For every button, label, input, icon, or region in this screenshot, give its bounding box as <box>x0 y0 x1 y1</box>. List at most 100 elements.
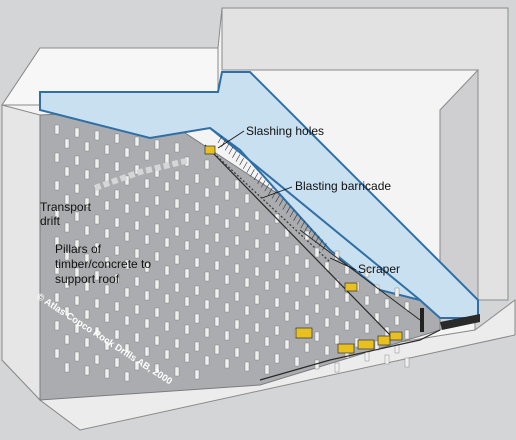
mine-car-3 <box>377 335 391 346</box>
pillar <box>184 212 190 223</box>
pillar <box>204 299 210 310</box>
pillar <box>204 159 210 170</box>
pillar <box>164 265 170 276</box>
pillar <box>194 285 200 296</box>
pillar <box>74 127 80 138</box>
pillar <box>244 221 250 232</box>
slashing-hole <box>246 165 252 173</box>
pillar <box>54 180 60 191</box>
mine-car-1 <box>337 343 355 354</box>
pillar <box>84 197 90 208</box>
pillar <box>114 189 120 200</box>
pillar <box>74 323 80 334</box>
pillar <box>284 311 290 322</box>
pillar <box>184 352 190 363</box>
pillar <box>214 260 220 271</box>
pillar <box>84 169 90 180</box>
pillar <box>204 243 210 254</box>
pillar <box>154 251 160 262</box>
pillar <box>214 232 220 243</box>
slashing-hole <box>264 183 270 192</box>
pillar <box>214 204 220 215</box>
pillar <box>204 327 210 338</box>
pillar <box>154 223 160 234</box>
pillar <box>174 170 180 181</box>
label-pillars-line1: Pillars of <box>55 242 102 256</box>
pillar <box>134 276 140 287</box>
pillar <box>244 361 250 372</box>
pillar <box>164 293 170 304</box>
pillar <box>314 247 320 258</box>
pillar <box>64 138 70 149</box>
pillar <box>174 282 180 293</box>
conveyor-end <box>440 314 480 330</box>
pillar <box>154 279 160 290</box>
slashing-hole <box>253 172 259 181</box>
pillar <box>64 362 70 373</box>
pillar <box>124 315 130 326</box>
pillar <box>224 358 230 369</box>
pillar <box>284 339 290 350</box>
pillar <box>404 357 410 368</box>
pillar <box>64 334 70 345</box>
pillar <box>114 217 120 228</box>
pillar <box>364 323 370 334</box>
pillar <box>144 206 150 217</box>
pillar <box>174 338 180 349</box>
pillar <box>164 153 170 164</box>
pillar <box>74 211 80 222</box>
blasting-barricade <box>204 144 331 263</box>
slashing-hole <box>311 232 316 240</box>
pillar <box>124 147 130 158</box>
label-transport-line2: drift <box>40 214 61 228</box>
pillar <box>254 322 260 333</box>
pillar <box>164 237 170 248</box>
backfill-edge-line <box>209 127 421 301</box>
pillar <box>264 364 270 375</box>
pillar <box>384 354 390 365</box>
pillar <box>74 351 80 362</box>
pillar <box>104 256 110 267</box>
pillar <box>124 343 130 354</box>
pillar <box>114 161 120 172</box>
pillar <box>194 229 200 240</box>
pillar <box>254 294 260 305</box>
pillar <box>404 301 410 312</box>
blasting-barricade-leader <box>261 186 293 199</box>
pillar <box>304 342 310 353</box>
pillar <box>264 280 270 291</box>
slashing-hole <box>224 143 230 151</box>
pillar <box>224 274 230 285</box>
pillar <box>114 329 120 340</box>
pillar <box>184 296 190 307</box>
label-pillars-line3: support roof <box>55 272 120 286</box>
loader-machine <box>295 327 313 339</box>
transport-drift <box>93 157 191 191</box>
pillar <box>254 210 260 221</box>
pillar <box>204 271 210 282</box>
scraper-rope <box>299 229 421 321</box>
pillar <box>314 275 320 286</box>
pillar <box>364 295 370 306</box>
mine-car-4 <box>389 331 403 341</box>
pillar <box>324 345 330 356</box>
pillar <box>244 249 250 260</box>
pillar <box>54 124 60 135</box>
pillar <box>274 269 280 280</box>
pillar <box>64 250 70 261</box>
pillar <box>194 257 200 268</box>
pillar <box>224 302 230 313</box>
pillar <box>234 319 240 330</box>
slashing-hole <box>250 169 255 177</box>
pillar <box>104 312 110 323</box>
pillar <box>94 214 100 225</box>
pillar <box>334 362 340 373</box>
pillar <box>134 332 140 343</box>
pillar <box>134 192 140 203</box>
slashing-hole <box>296 217 302 225</box>
pillar <box>164 181 170 192</box>
slashing-holes-leader <box>217 130 245 149</box>
pillar <box>214 176 220 187</box>
pillar <box>84 337 90 348</box>
